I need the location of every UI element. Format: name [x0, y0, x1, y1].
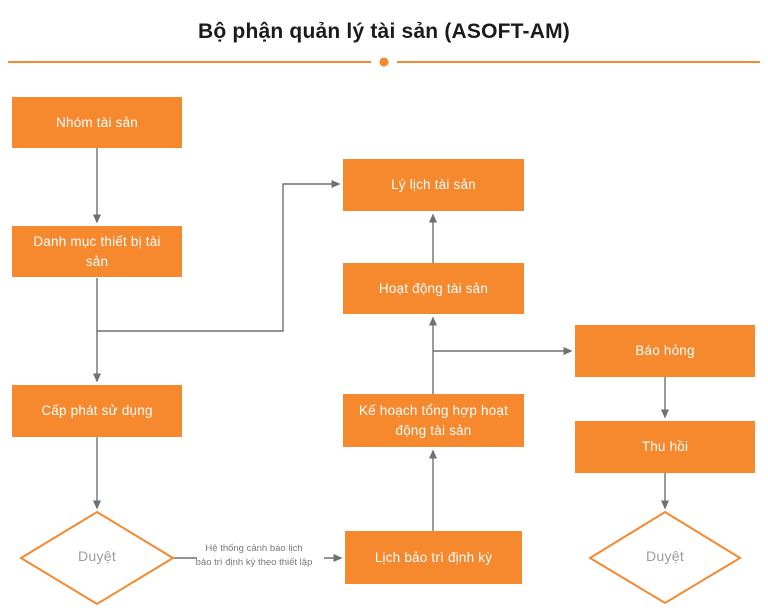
- decision-approve-right-label: Duyệt: [645, 548, 685, 564]
- page-title: Bộ phận quản lý tài sản (ASOFT-AM): [198, 20, 570, 43]
- node-recall: Thu hồi: [575, 421, 755, 473]
- node-allocation-label: Cấp phát sử dụng: [41, 403, 153, 419]
- node-damage-report-label: Báo hỏng: [635, 343, 695, 359]
- connector-device-catalog-to-asset-profile: [96, 180, 341, 332]
- maintenance-alert-note-line2: bảo trì định kỳ theo thiết lập: [195, 556, 313, 568]
- node-device-catalog-label: Danh mục thiết bị tài sản: [33, 233, 161, 269]
- maintenance-alert-note: Hệ thống cảnh báo lịch bảo trì định kỳ t…: [191, 542, 317, 570]
- node-maintenance-schedule: Lịch bảo trì định kỳ: [345, 531, 522, 584]
- node-summary-plan: Kế hoạch tổng hợp hoạt động tài sản: [343, 394, 524, 447]
- node-asset-group: Nhóm tài sản: [12, 97, 182, 148]
- decision-diamond-left: [19, 510, 175, 606]
- node-summary-plan-label: Kế hoạch tổng hợp hoạt động tài sản: [358, 402, 509, 438]
- node-recall-label: Thu hồi: [641, 439, 689, 455]
- title-underline-dot: [379, 57, 389, 67]
- node-asset-group-label: Nhóm tài sản: [56, 114, 138, 130]
- node-maintenance-schedule-label: Lịch bảo trì định kỳ: [374, 549, 493, 565]
- node-allocation: Cấp phát sử dụng: [12, 385, 182, 437]
- node-asset-activity: Hoạt động tài sản: [343, 263, 524, 314]
- node-asset-profile-label: Lý lịch tài sản: [391, 177, 476, 193]
- node-asset-profile: Lý lịch tài sản: [343, 159, 524, 211]
- decision-diamond-right: [588, 510, 742, 605]
- node-device-catalog: Danh mục thiết bị tài sản: [12, 226, 182, 277]
- node-asset-activity-label: Hoạt động tài sản: [378, 280, 489, 296]
- node-damage-report: Báo hỏng: [575, 325, 755, 377]
- maintenance-alert-note-line1: Hệ thống cảnh báo lịch: [205, 543, 303, 554]
- decision-approve-left-label: Duyệt: [77, 548, 117, 564]
